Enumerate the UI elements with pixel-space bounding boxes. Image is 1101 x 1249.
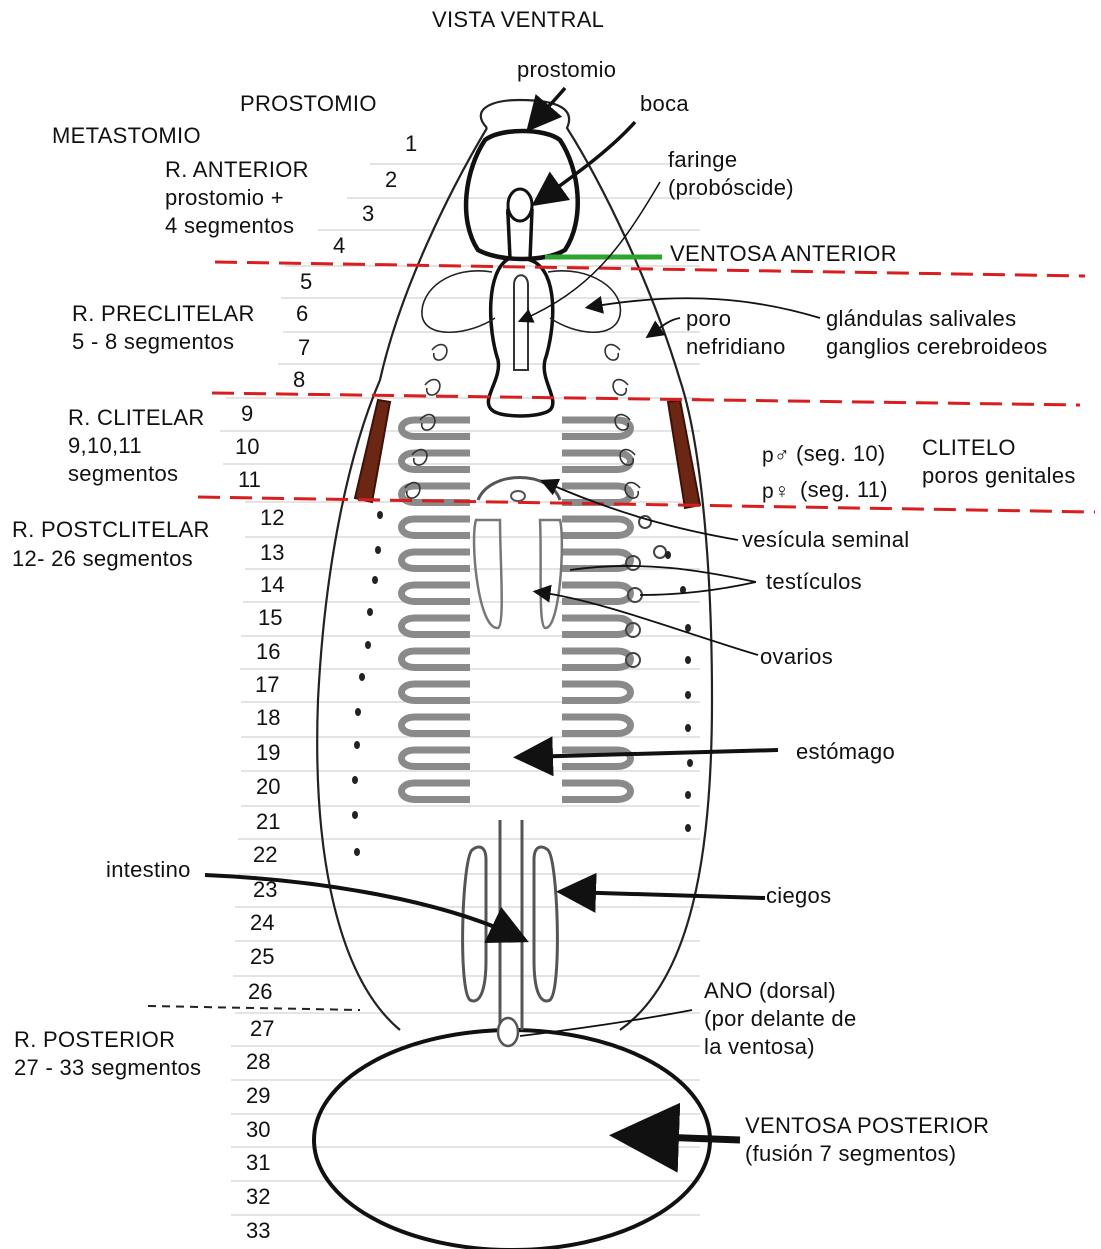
label-poro-1: poro bbox=[686, 305, 731, 333]
segment-number: 15 bbox=[258, 606, 282, 630]
segment-number: 28 bbox=[246, 1050, 270, 1074]
segment-number: 10 bbox=[235, 435, 259, 459]
label-ano-2: (por delante de bbox=[704, 1005, 857, 1033]
segment-number: 13 bbox=[260, 541, 284, 565]
label-intestino: intestino bbox=[106, 856, 191, 884]
segment-number: 2 bbox=[385, 168, 397, 192]
segment-number: 30 bbox=[246, 1118, 270, 1142]
pharynx bbox=[488, 199, 552, 416]
segment-number: 31 bbox=[246, 1151, 270, 1175]
label-testiculos: testículos bbox=[766, 568, 862, 596]
label-faringe-2: (probóscide) bbox=[668, 174, 794, 202]
male-pore-symbol: p♂ bbox=[762, 442, 790, 470]
segment-number: 20 bbox=[256, 775, 280, 799]
anus bbox=[498, 1018, 518, 1046]
salivary-gland-left bbox=[422, 271, 495, 332]
segment-number: 21 bbox=[256, 810, 280, 834]
label-poro-2: nefridiano bbox=[686, 333, 786, 361]
label-glandulas: glándulas salivales bbox=[826, 305, 1016, 333]
label-r-clitelar-2: 9,10,11 bbox=[68, 432, 142, 460]
label-poros-genitales: poros genitales bbox=[922, 462, 1076, 490]
segment-number: 9 bbox=[241, 402, 253, 426]
segment-number: 26 bbox=[248, 980, 272, 1004]
male-gonopore bbox=[511, 491, 525, 501]
label-r-preclitelar-2: 5 - 8 segmentos bbox=[72, 328, 234, 356]
label-ano-3: la ventosa) bbox=[704, 1033, 815, 1061]
label-vesicula-seminal: vesícula seminal bbox=[742, 526, 909, 554]
segment-number: 29 bbox=[246, 1084, 270, 1108]
label-seg-11: (seg. 11) bbox=[800, 476, 888, 504]
segment-number: 12 bbox=[260, 506, 284, 530]
label-ventosa-posterior-2: (fusión 7 segmentos) bbox=[745, 1140, 956, 1168]
segment-number: 33 bbox=[246, 1219, 270, 1243]
label-estomago: estómago bbox=[796, 738, 895, 766]
label-ano-1: ANO (dorsal) bbox=[704, 977, 836, 1005]
segment-number: 22 bbox=[253, 843, 277, 867]
segment-number: 4 bbox=[333, 234, 345, 258]
caeca bbox=[463, 847, 558, 1001]
segment-number: 8 bbox=[293, 368, 305, 392]
segment-number: 16 bbox=[256, 640, 280, 664]
female-pore-symbol: p♀ bbox=[762, 478, 790, 506]
label-r-postclitelar-1: R. POSTCLITELAR bbox=[12, 516, 210, 544]
label-r-clitelar-3: segmentos bbox=[68, 460, 178, 488]
segment-number: 24 bbox=[250, 911, 274, 935]
segment-number: 32 bbox=[246, 1185, 270, 1209]
intestine bbox=[500, 820, 522, 1030]
segment-number: 3 bbox=[362, 202, 374, 226]
ovaries bbox=[474, 520, 562, 628]
label-r-posterior-1: R. POSTERIOR bbox=[14, 1026, 175, 1054]
segment-number: 1 bbox=[405, 132, 417, 156]
proboscis bbox=[514, 275, 528, 370]
salivary-gland-right bbox=[548, 271, 620, 332]
segment-number: 11 bbox=[238, 468, 261, 492]
diagram-title: VISTA VENTRAL bbox=[432, 6, 604, 34]
label-r-postclitelar-2: 12- 26 segmentos bbox=[12, 545, 193, 573]
label-ciegos: ciegos bbox=[766, 882, 831, 910]
segment-number: 14 bbox=[260, 573, 284, 597]
label-r-clitelar-1: R. CLITELAR bbox=[68, 404, 205, 432]
segment-number: 5 bbox=[300, 270, 312, 294]
mouth bbox=[508, 189, 532, 221]
label-r-anterior-1: R. ANTERIOR bbox=[165, 156, 309, 184]
label-clitelo: CLITELO bbox=[922, 434, 1016, 462]
clitellum-left bbox=[355, 400, 390, 502]
segment-number: 7 bbox=[298, 336, 310, 360]
clitellum-right bbox=[668, 400, 700, 508]
label-prostomio: PROSTOMIO bbox=[240, 90, 377, 118]
label-ganglios: ganglios cerebroideos bbox=[826, 333, 1048, 361]
label-ventosa-anterior: VENTOSA ANTERIOR bbox=[670, 240, 897, 268]
label-prostomio-small: prostomio bbox=[517, 56, 616, 84]
label-r-anterior-3: 4 segmentos bbox=[165, 212, 294, 240]
label-r-posterior-2: 27 - 33 segmentos bbox=[14, 1054, 201, 1082]
label-faringe-1: faringe bbox=[668, 146, 737, 174]
label-seg-10: (seg. 10) bbox=[796, 440, 886, 468]
seminal-vesicle bbox=[478, 478, 560, 501]
label-r-preclitelar-1: R. PRECLITELAR bbox=[72, 300, 255, 328]
segment-number: 18 bbox=[256, 706, 280, 730]
label-ovarios: ovarios bbox=[760, 643, 833, 671]
segment-number: 19 bbox=[256, 741, 280, 765]
label-ventosa-posterior-1: VENTOSA POSTERIOR bbox=[745, 1112, 989, 1140]
segment-number: 17 bbox=[255, 673, 279, 697]
body-outline bbox=[317, 100, 712, 1030]
segment-number: 6 bbox=[296, 302, 308, 326]
segment-number: 23 bbox=[253, 878, 277, 902]
posterior-divider bbox=[148, 1006, 360, 1010]
segment-number: 25 bbox=[250, 945, 274, 969]
label-boca: boca bbox=[640, 90, 689, 118]
label-r-anterior-2: prostomio + bbox=[165, 184, 284, 212]
label-metastomio: METASTOMIO bbox=[52, 122, 201, 150]
segment-number: 27 bbox=[250, 1017, 274, 1041]
